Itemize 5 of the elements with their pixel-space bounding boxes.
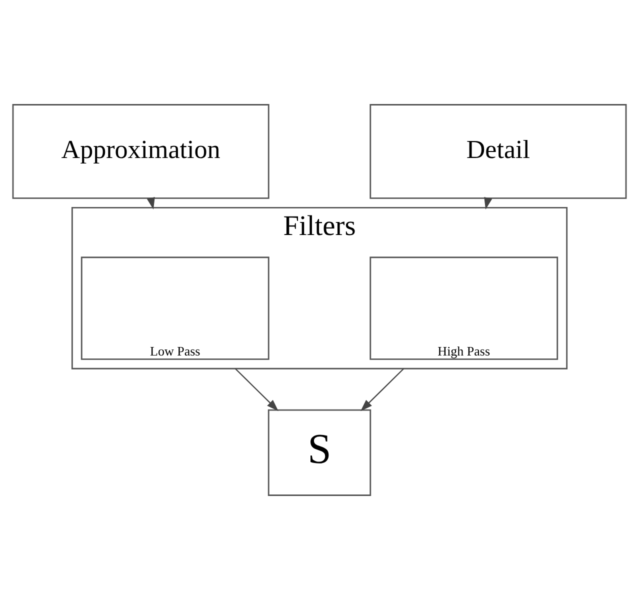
arrow [234, 368, 278, 411]
arrow [360, 368, 404, 411]
node-box: S [268, 408, 372, 496]
node-box: High Pass [370, 256, 558, 360]
node-box: Low Pass [80, 256, 270, 360]
